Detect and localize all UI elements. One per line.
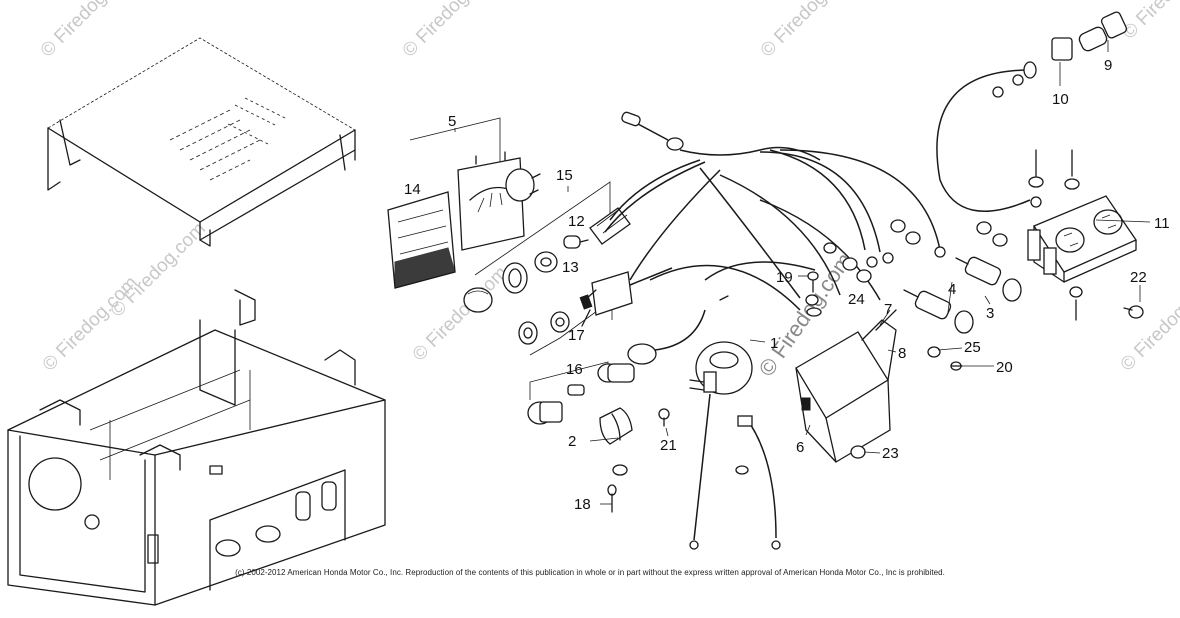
callout-16: 16 (566, 361, 583, 378)
control-box-housing (7, 289, 386, 606)
meter-panel (387, 191, 456, 289)
screws (607, 271, 1144, 513)
callout-23: 23 (882, 445, 899, 462)
wire-harness (604, 111, 946, 311)
callout-2: 2 (568, 433, 576, 450)
pilot-lamp-parts (463, 181, 631, 313)
callout-6: 6 (796, 439, 804, 456)
callout-1: 1 (770, 335, 778, 352)
watermark: © Firedog.com (1117, 272, 1180, 375)
callout-8: 8 (898, 345, 906, 362)
callout-25: 25 (964, 339, 981, 356)
copyright-notice: (c) 2002-2012 American Honda Motor Co., … (235, 568, 945, 577)
callout-13: 13 (562, 259, 579, 276)
callout-19: 19 (776, 269, 793, 286)
watermark: © Firedog.com (399, 0, 502, 62)
callout-17: 17 (568, 327, 585, 344)
callout-14: 14 (404, 181, 421, 198)
nuts-and-washers (612, 176, 1083, 476)
outlet-plugs (903, 256, 1022, 334)
voltmeter (457, 151, 541, 251)
duplex-receptacle (1027, 149, 1137, 321)
callout-11: 11 (1154, 215, 1170, 232)
leader-lines (589, 40, 1151, 505)
regulator-box (795, 309, 897, 463)
callout-15: 15 (556, 167, 573, 184)
callout-10: 10 (1052, 91, 1069, 108)
watermark: © Firedog.com (39, 272, 142, 375)
callouts: 1 2 3 4 5 6 7 8 9 10 11 12 13 14 15 16 1… (404, 57, 1170, 513)
fuse-holder (527, 309, 706, 425)
circuit-breaker (689, 341, 781, 550)
ground-terminal (936, 11, 1128, 212)
toggle-switch (518, 267, 673, 356)
control-knob (599, 407, 633, 445)
callout-4: 4 (948, 281, 956, 298)
control-box-cover (47, 37, 356, 247)
callout-21: 21 (660, 437, 677, 454)
watermark: © Firedog.com (37, 0, 140, 62)
callout-24: 24 (848, 291, 865, 308)
watermark: © Firedog.com (1119, 0, 1180, 44)
callout-9: 9 (1104, 57, 1112, 74)
callout-18: 18 (574, 496, 591, 513)
callout-20: 20 (996, 359, 1013, 376)
callout-3: 3 (986, 305, 994, 322)
watermark: © Firedog.com (757, 0, 860, 62)
callout-7: 7 (884, 301, 892, 318)
watermarks: © Firedog.com © Firedog.com © Firedog.co… (37, 0, 1180, 381)
callout-5: 5 (448, 113, 456, 130)
callout-12: 12 (568, 213, 585, 230)
callout-22: 22 (1130, 269, 1147, 286)
